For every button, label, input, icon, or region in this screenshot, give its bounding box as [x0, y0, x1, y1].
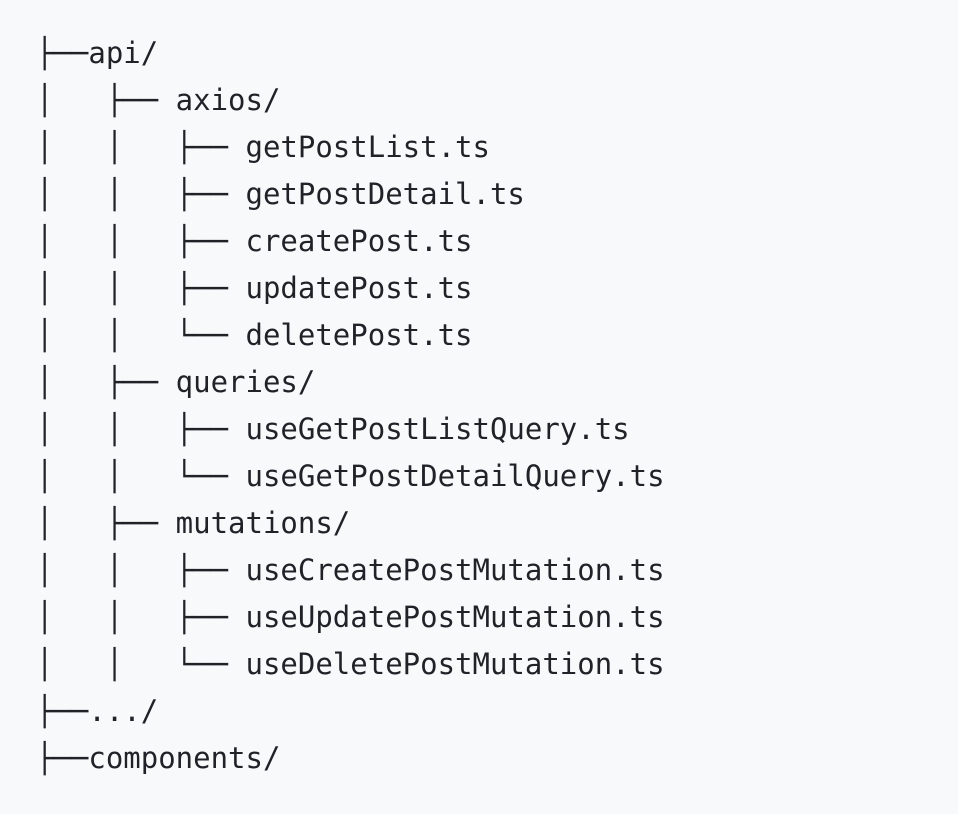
tree-line-api-dir: ├──api/ — [36, 36, 159, 70]
tree-line-usedeletepostmutation-file: │ │ └── useDeletePostMutation.ts — [36, 647, 665, 681]
tree-line-createpost-file: │ │ ├── createPost.ts — [36, 224, 473, 258]
tree-line-components-dir: ├──components/ — [36, 741, 281, 775]
tree-line-getpostlist-file: │ │ ├── getPostList.ts — [36, 130, 490, 164]
tree-line-queries-dir: │ ├── queries/ — [36, 365, 316, 399]
tree-line-usecreatepostmutation-file: │ │ ├── useCreatePostMutation.ts — [36, 553, 665, 587]
tree-line-updatepost-file: │ │ ├── updatePost.ts — [36, 271, 473, 305]
tree-line-axios-dir: │ ├── axios/ — [36, 83, 281, 117]
tree-line-usegetpostlistquery-file: │ │ ├── useGetPostListQuery.ts — [36, 412, 630, 446]
tree-line-getpostdetail-file: │ │ ├── getPostDetail.ts — [36, 177, 525, 211]
tree-line-mutations-dir: │ ├── mutations/ — [36, 506, 351, 540]
tree-line-ellipsis-dir: ├──.../ — [36, 694, 159, 728]
tree-line-deletepost-file: │ │ └── deletePost.ts — [36, 318, 473, 352]
tree-line-useupdatepostmutation-file: │ │ ├── useUpdatePostMutation.ts — [36, 600, 665, 634]
tree-line-usegetpostdetailquery-file: │ │ └── useGetPostDetailQuery.ts — [36, 459, 665, 493]
